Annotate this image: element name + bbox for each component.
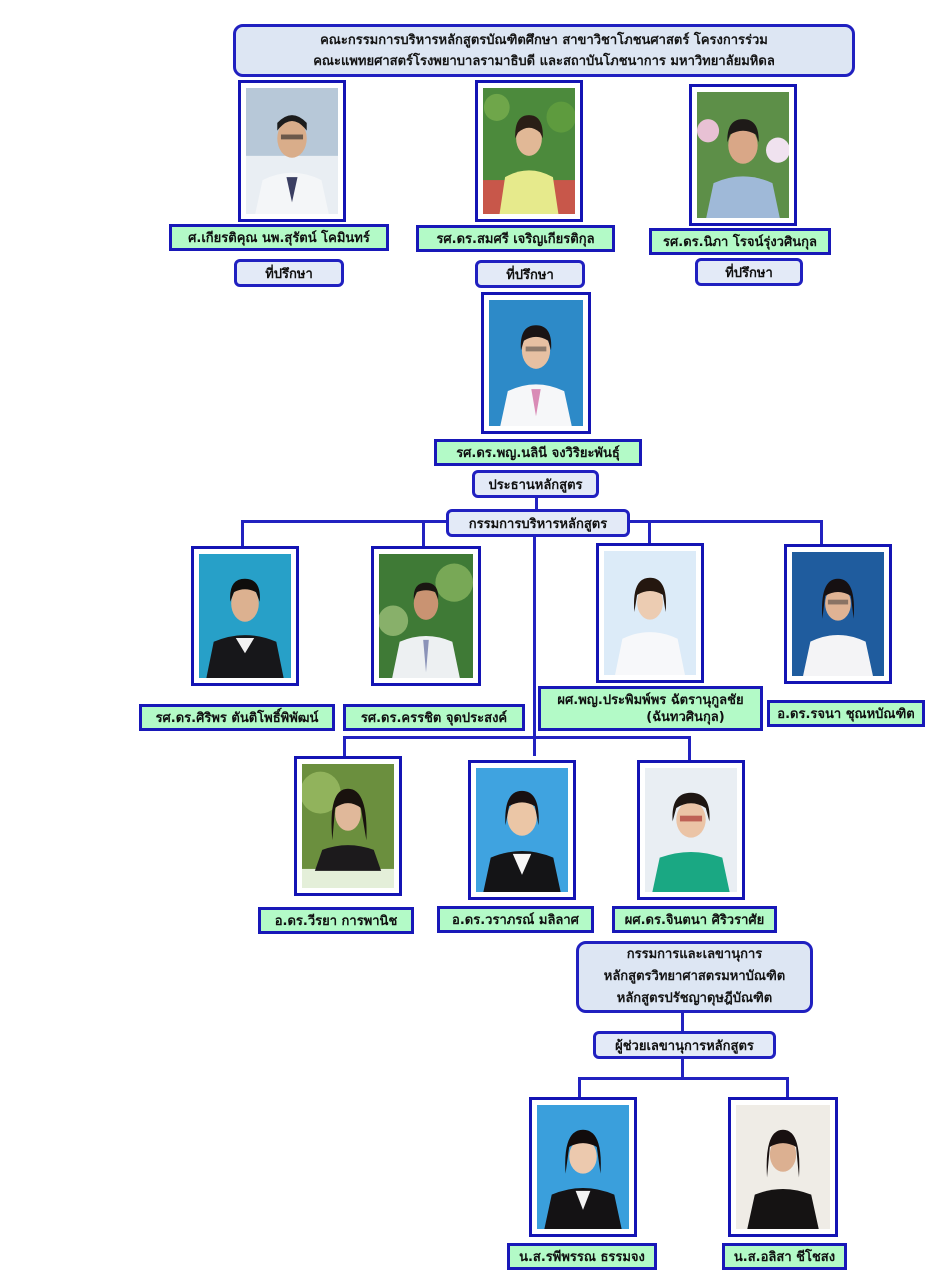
assistant-drop-2 [786, 1077, 789, 1097]
committee-5-photo [294, 756, 402, 896]
title-line-2: คณะแพทยศาสตร์โรงพยาบาลรามาธิบดี และสถาบั… [313, 53, 775, 69]
chair-role: ประธานหลักสูตร [472, 470, 599, 498]
committee-6-photo [468, 760, 576, 900]
committee-3-name: ผศ.พญ.ประพิมพ์พร ฉัตรานุกูลชัย (ฉันทวศิน… [538, 686, 763, 731]
committee-7-photo [637, 760, 745, 900]
advisor-2-name: รศ.ดร.สมศรี เจริญเกียรติกุล [416, 225, 615, 252]
row1-drop-4 [820, 520, 823, 544]
assistant-drop-line [681, 1059, 684, 1079]
committee-4-photo [784, 544, 892, 684]
committee-7-name: ผศ.ดร.จินตนา ศิริวราศัย [612, 906, 777, 933]
committee-2-photo [371, 546, 481, 686]
title-line-1: คณะกรรมการบริหารหลักสูตรบัณฑิตศึกษา สาขา… [320, 32, 768, 48]
committee-2-name: รศ.ดร.ครรชิต จุดประสงค์ [343, 704, 525, 731]
advisor-2-photo [475, 80, 583, 222]
row2-drop-1 [343, 736, 346, 756]
secretary-line-1: กรรมการและเลขานุการ [626, 947, 763, 962]
center-trunk-line [533, 536, 536, 756]
secretary-box: กรรมการและเลขานุการ หลักสูตรวิทยาศาสตรมห… [576, 941, 813, 1013]
advisor-3-name: รศ.ดร.นิภา โรจน์รุ่งวศินกุล [649, 228, 831, 255]
chair-photo [481, 292, 591, 434]
assistants-hline [578, 1077, 789, 1080]
row1-drop-1 [241, 520, 244, 546]
advisor-1-name: ศ.เกียรติคุณ นพ.สุรัตน์ โคมินทร์ [169, 224, 389, 251]
advisor-1-role: ที่ปรึกษา [234, 259, 344, 287]
secretary-line-3: หลักสูตรปรัชญาดุษฎีบัณฑิต [616, 991, 773, 1006]
row1-drop-3 [648, 520, 651, 544]
assistant-label: ผู้ช่วยเลขานุการหลักสูตร [593, 1031, 776, 1059]
assistant-1-photo [529, 1097, 637, 1237]
chair-name: รศ.ดร.พญ.นลินี จงวิริยะพันธุ์ [434, 439, 642, 466]
assistant-2-photo [728, 1097, 838, 1237]
assistant-2-name: น.ส.อลิสา ชีโชสง [722, 1243, 847, 1270]
committee-row2-hline [343, 736, 691, 739]
committee-1-photo [191, 546, 299, 686]
advisor-2-role: ที่ปรึกษา [475, 260, 585, 288]
assistant-drop-1 [578, 1077, 581, 1097]
assistant-1-name: น.ส.รพีพรรณ ธรรมจง [507, 1243, 657, 1270]
committee-3-name-line2: (ฉันทวศินกุล) [646, 709, 725, 725]
committee-3-name-line1: ผศ.พญ.ประพิมพ์พร ฉัตรานุกูลชัย [557, 692, 744, 708]
committee-label: กรรมการบริหารหลักสูตร [446, 509, 630, 537]
secretary-line-2: หลักสูตรวิทยาศาสตรมหาบัณฑิต [603, 969, 786, 984]
advisor-3-role: ที่ปรึกษา [695, 258, 803, 286]
advisor-1-photo [238, 80, 346, 222]
committee-3-photo [596, 543, 704, 683]
chair-to-committee-line [535, 497, 538, 511]
row1-drop-2 [422, 520, 425, 546]
org-chart-title: คณะกรรมการบริหารหลักสูตรบัณฑิตศึกษา สาขา… [233, 24, 855, 77]
row2-drop-3 [688, 736, 691, 760]
committee-6-name: อ.ดร.วราภรณ์ มลิลาศ [437, 906, 594, 933]
committee-1-name: รศ.ดร.ศิริพร ตันติโพธิ์พิพัฒน์ [139, 704, 335, 731]
advisor-3-photo [689, 84, 797, 226]
secretary-to-assistant-line [681, 1013, 684, 1031]
committee-5-name: อ.ดร.วีรยา การพานิช [258, 907, 414, 934]
committee-4-name: อ.ดร.รจนา ชุณหบัณฑิต [767, 700, 925, 727]
